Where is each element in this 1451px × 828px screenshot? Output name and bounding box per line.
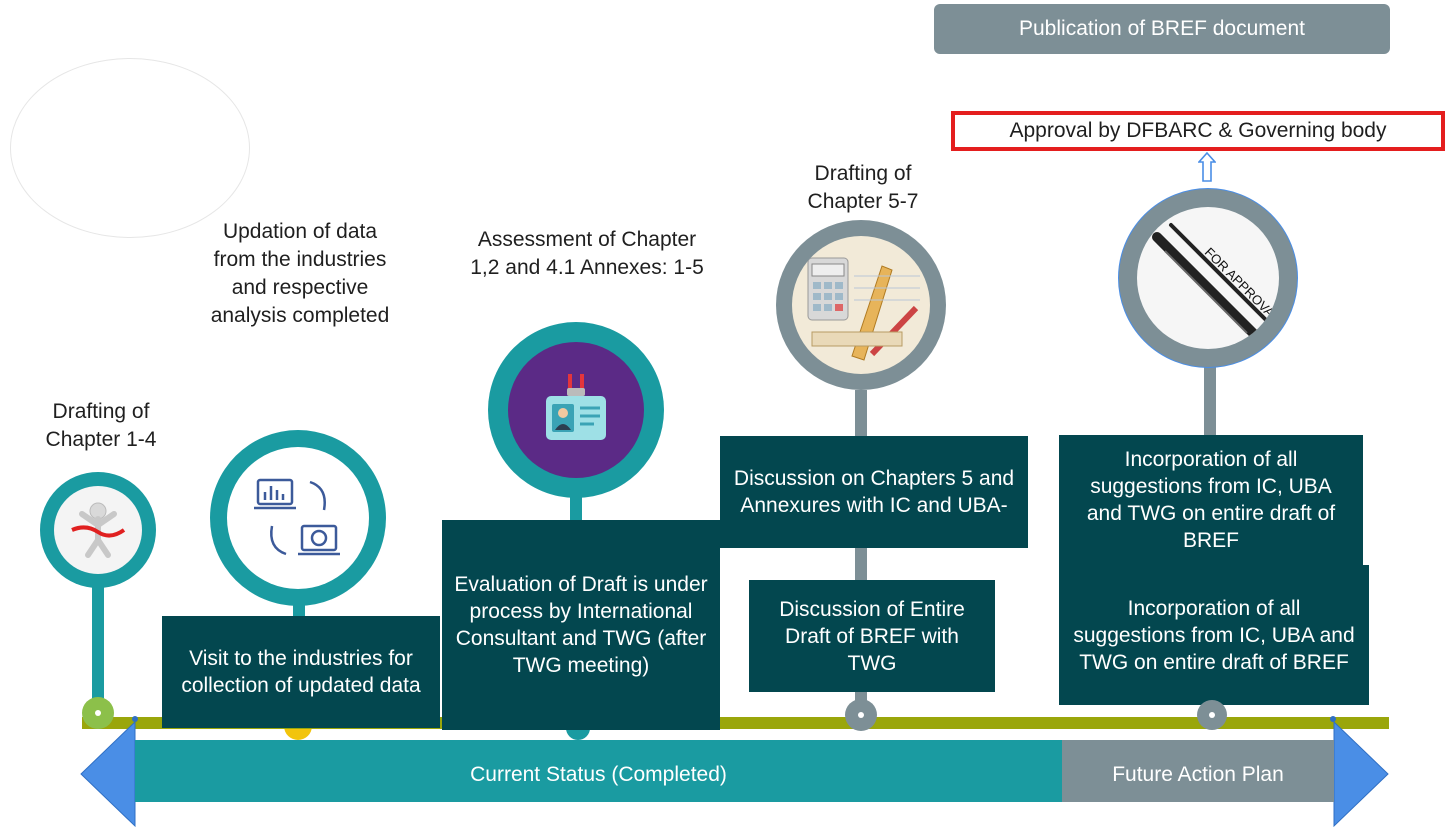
- milestone-1-stem: [92, 560, 104, 705]
- milestone-1-title: Drafting of Chapter 1-4: [45, 400, 157, 451]
- milestone-5-image: FOR APPROVAL: [1137, 207, 1279, 349]
- milestone-2-title: Updation of data from the industries and…: [210, 220, 390, 327]
- milestone-5-box-1: Incorporation of all suggestions from IC…: [1059, 435, 1363, 565]
- milestone-1-circle: [40, 472, 156, 588]
- approval-box: Approval by DFBARC & Governing body: [951, 111, 1445, 151]
- timeline-arrow: [80, 720, 1389, 828]
- runner-finish-icon: [71, 502, 126, 558]
- milestone-4-dot: [845, 699, 877, 731]
- milestone-3-box: Evaluation of Draft is under process by …: [442, 520, 720, 730]
- milestone-5-circle: FOR APPROVAL: [1118, 188, 1298, 368]
- paperclip-approval-icon: FOR APPROVAL: [1152, 223, 1279, 340]
- current-status-label: Current Status (Completed): [470, 763, 727, 786]
- milestone-4-box-1: Discussion on Chapters 5 and Annexures w…: [720, 436, 1028, 548]
- milestone-3-title: Assessment of Chapter 1,2 and 4.1 Annexe…: [470, 228, 704, 279]
- timeline-end-dot-right: [1330, 716, 1336, 722]
- milestone-2-box: Visit to the industries for collection o…: [162, 616, 440, 728]
- id-badge-icon: [546, 374, 606, 440]
- milestone-4-image: [792, 236, 930, 374]
- up-arrow-icon: [1198, 152, 1216, 182]
- milestone-3-circle: [488, 322, 664, 498]
- future-plan-label: Future Action Plan: [1112, 763, 1284, 786]
- milestone-5-dot: [1197, 700, 1227, 730]
- timeline-end-dot-left: [132, 716, 138, 722]
- milestone-3-stem: [570, 494, 582, 524]
- milestone-2-image: [227, 447, 369, 589]
- publication-box: Publication of BREF document: [934, 4, 1390, 54]
- milestone-4-box-2: Discussion of Entire Draft of BREF with …: [749, 580, 995, 692]
- milestone-3-image: [508, 342, 644, 478]
- decorative-circle: [10, 58, 250, 238]
- milestone-1-image: [54, 486, 142, 574]
- milestone-5-box-2: Incorporation of all suggestions from IC…: [1059, 565, 1369, 705]
- milestone-2-circle: [210, 430, 386, 606]
- approval-stamp-text: FOR APPROVAL: [1202, 244, 1279, 325]
- calculator-drafting-icon: [807, 257, 920, 361]
- milestone-4-title: Drafting of Chapter 5-7: [807, 162, 919, 213]
- milestone-4-circle: [776, 220, 946, 390]
- data-exchange-icon: [254, 478, 340, 556]
- milestone-1-dot: [82, 697, 114, 729]
